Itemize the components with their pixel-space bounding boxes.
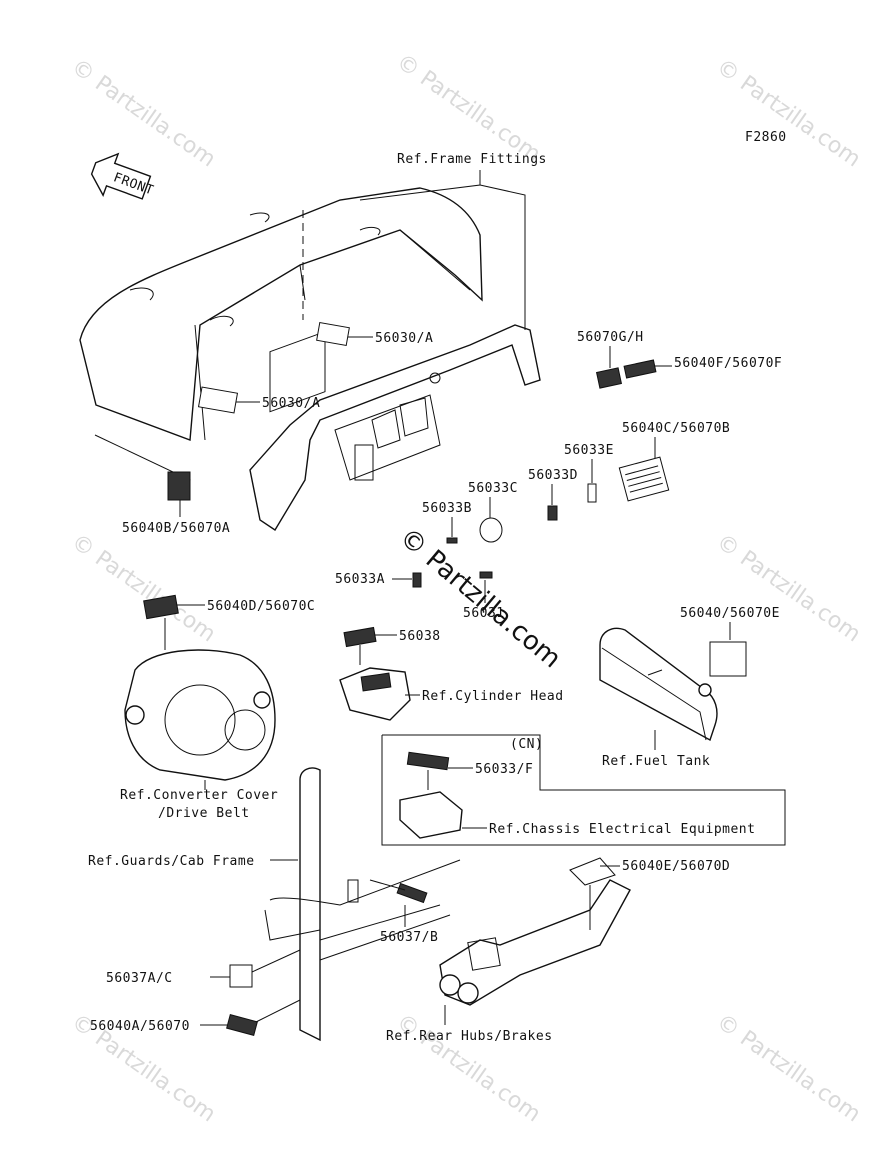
label-chassis: Ref.Chassis Electrical Equipment bbox=[489, 822, 755, 837]
label-56037b: 56037/B bbox=[380, 930, 438, 945]
decal-56030a-left bbox=[197, 386, 239, 414]
label-56037ac: 56037A/C bbox=[106, 971, 173, 986]
fuel-tank bbox=[599, 627, 718, 742]
cn-box-label: (CN) bbox=[510, 737, 543, 752]
decal-56033f bbox=[406, 751, 450, 771]
label-56033d: 56033D bbox=[528, 468, 578, 483]
label-56070gh: 56070G/H bbox=[577, 330, 644, 345]
decal-56033c bbox=[479, 517, 503, 543]
label-56040f: 56040F/56070F bbox=[674, 356, 782, 371]
label-56030a-left: 56030/A bbox=[262, 396, 320, 411]
label-56033f: 56033/F bbox=[475, 762, 533, 777]
label-56038: 56038 bbox=[399, 629, 441, 644]
decal-56037ac bbox=[229, 964, 253, 988]
label-cylinder-head: Ref.Cylinder Head bbox=[422, 689, 564, 704]
label-converter-cover-2: /Drive Belt bbox=[158, 806, 250, 821]
decal-56033e bbox=[587, 483, 597, 503]
center-watermark: © Partzilla.com bbox=[394, 522, 567, 674]
rear-axle bbox=[439, 879, 631, 1006]
label-56033a: 56033A bbox=[335, 572, 385, 587]
watermark: © Partzilla.com bbox=[67, 529, 220, 647]
decal-56033b bbox=[446, 537, 458, 544]
label-converter-cover-1: Ref.Converter Cover bbox=[120, 788, 278, 803]
watermark: © Partzilla.com bbox=[392, 49, 545, 167]
decal-56040d bbox=[143, 594, 179, 620]
cab-frame bbox=[264, 767, 461, 1042]
label-56040e: 56040E/56070D bbox=[622, 859, 730, 874]
decal-56040-tank bbox=[709, 641, 747, 677]
front-arrow-icon: FRONT bbox=[90, 152, 156, 200]
cn-box: (CN) 56033/F Ref.Chassis Electrical Equi… bbox=[381, 734, 786, 846]
converter-cover bbox=[124, 649, 276, 781]
label-rear-hubs: Ref.Rear Hubs/Brakes bbox=[386, 1029, 553, 1044]
watermark: © Partzilla.com bbox=[712, 1009, 865, 1127]
label-56033b: 56033B bbox=[422, 501, 472, 516]
label-56040c: 56040C/56070B bbox=[622, 421, 730, 436]
cargo-bed bbox=[79, 187, 483, 441]
decal-56037b bbox=[396, 882, 428, 904]
label-guards: Ref.Guards/Cab Frame bbox=[88, 854, 255, 869]
decal-56033a bbox=[412, 572, 422, 588]
label-56033c: 56033C bbox=[468, 481, 518, 496]
decal-56033d bbox=[547, 505, 558, 521]
label-fuel-tank: Ref.Fuel Tank bbox=[602, 754, 710, 769]
decal-56040b bbox=[167, 471, 191, 501]
decal-56038 bbox=[343, 626, 377, 648]
label-56031: 56031 bbox=[463, 606, 505, 621]
decal-56030a-top bbox=[316, 321, 350, 347]
figure-code: F2860 bbox=[745, 130, 787, 145]
label-56040b: 56040B/56070A bbox=[122, 521, 230, 536]
cylinder-head-cover bbox=[339, 667, 411, 721]
watermark: © Partzilla.com bbox=[712, 54, 865, 172]
label-56040a: 56040A/56070 bbox=[90, 1019, 190, 1034]
decal-56040e bbox=[569, 857, 616, 886]
decal-56040a bbox=[226, 1014, 258, 1036]
label-56030a-top: 56030/A bbox=[375, 331, 433, 346]
label-frame-fittings: Ref.Frame Fittings bbox=[397, 152, 547, 167]
watermark: © Partzilla.com bbox=[392, 1009, 545, 1127]
decal-56070gh bbox=[595, 367, 623, 389]
label-56040e-top: 56040/56070E bbox=[680, 606, 780, 621]
label-56040d: 56040D/56070C bbox=[207, 599, 315, 614]
decal-56040f bbox=[623, 359, 657, 379]
dash-panel bbox=[249, 324, 541, 531]
decal-56031 bbox=[479, 571, 493, 579]
chassis-ecu bbox=[399, 791, 463, 839]
watermark: © Partzilla.com bbox=[712, 529, 865, 647]
decal-56040c bbox=[618, 456, 670, 502]
watermark: © Partzilla.com bbox=[67, 54, 220, 172]
label-56033e: 56033E bbox=[564, 443, 614, 458]
